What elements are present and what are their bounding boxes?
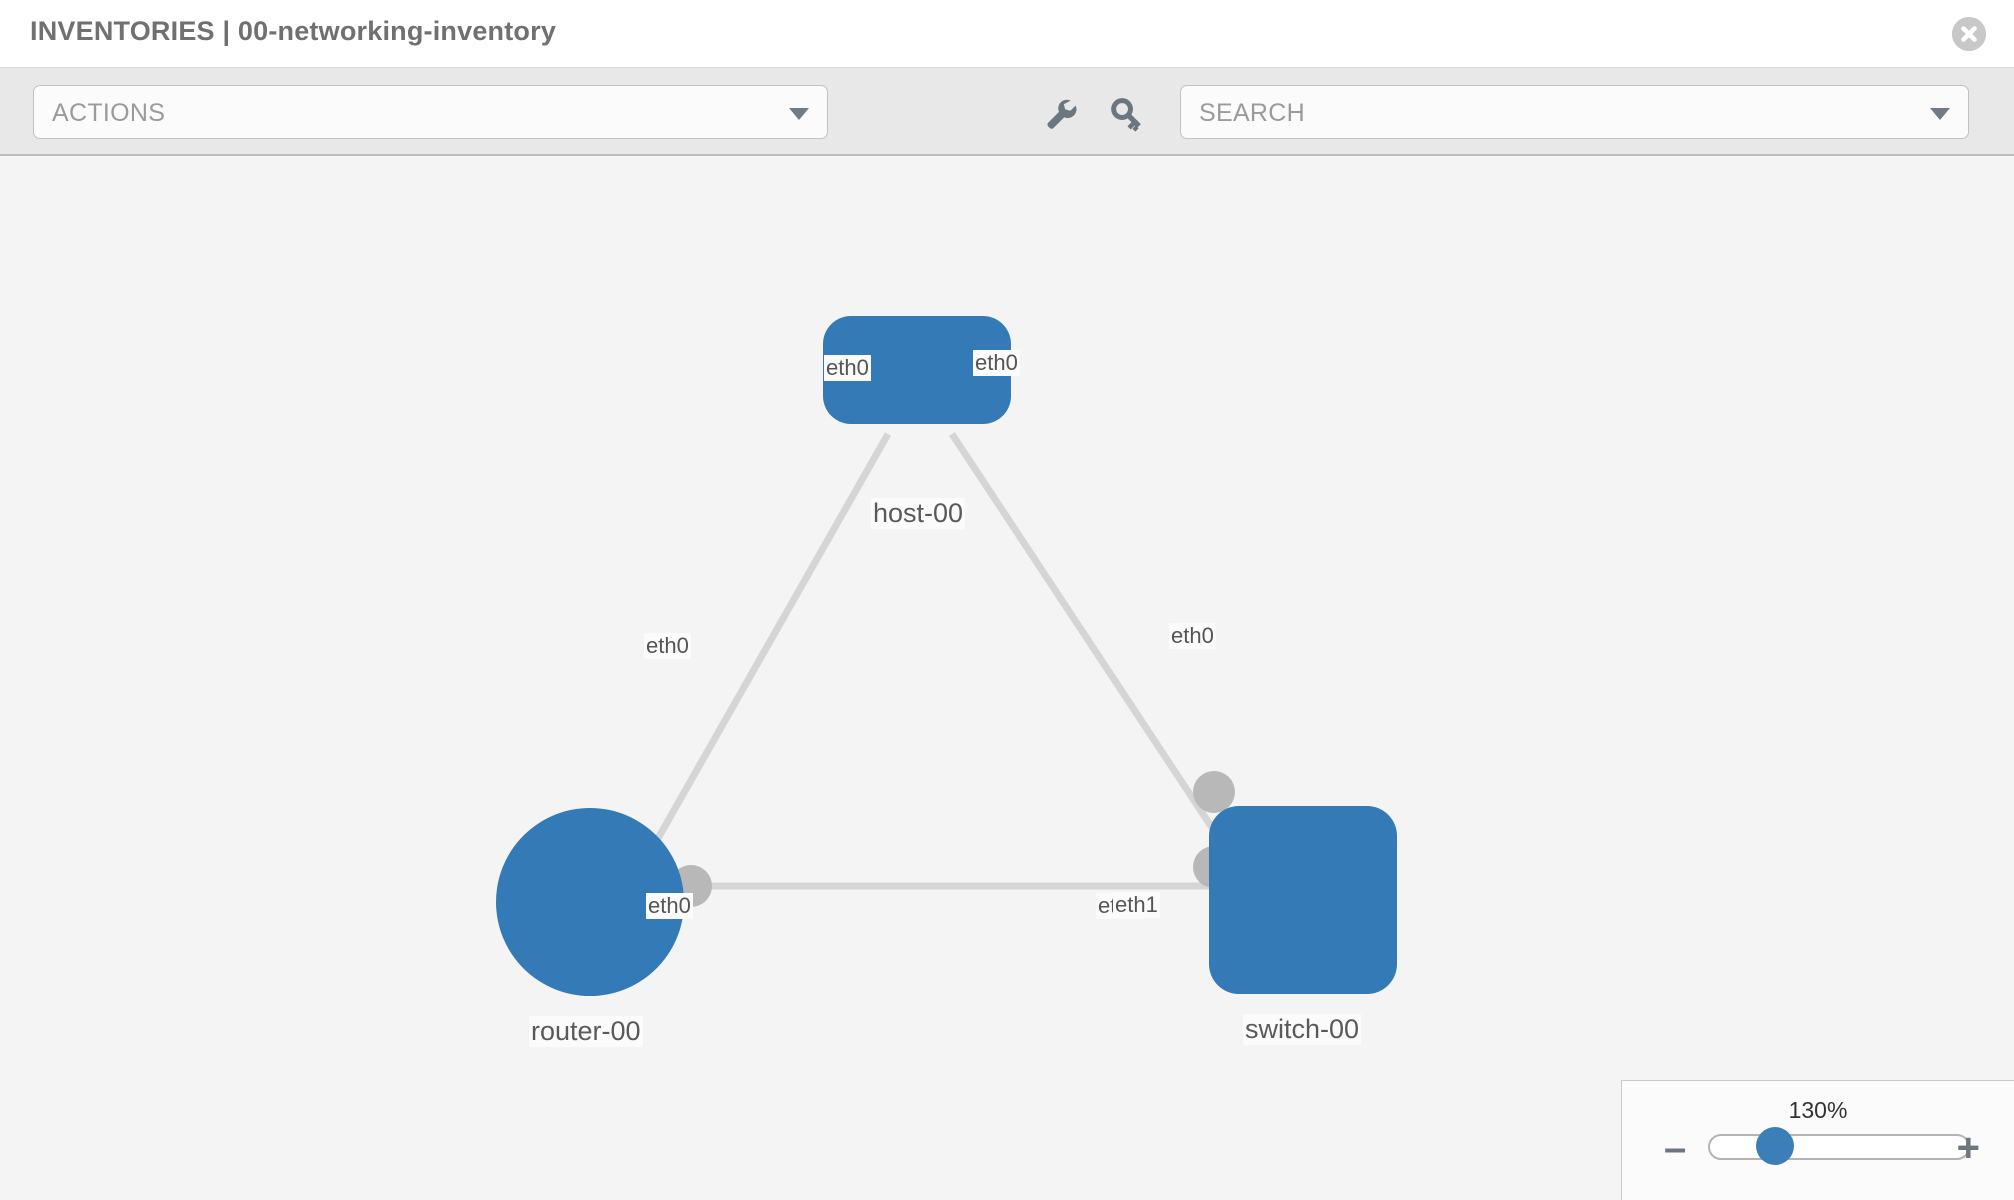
interface-label-host-right: eth0 bbox=[973, 350, 1020, 376]
chevron-down-icon bbox=[1930, 108, 1950, 120]
interface-label-router-up: eth0 bbox=[644, 633, 691, 659]
interface-label-router-right: eth0 bbox=[646, 893, 693, 919]
close-icon[interactable] bbox=[1952, 17, 1986, 51]
node-host-00-label: host-00 bbox=[871, 498, 966, 529]
search-placeholder: SEARCH bbox=[1199, 99, 1305, 127]
interface-nub-switch-top[interactable] bbox=[1193, 771, 1235, 813]
plus-icon[interactable]: + bbox=[1956, 1126, 1980, 1170]
topology-canvas[interactable]: host-00 bbox=[0, 158, 2014, 1200]
node-router-00-label: router-00 bbox=[529, 1016, 643, 1047]
actions-dropdown[interactable]: ACTIONS bbox=[33, 85, 828, 139]
topology-links bbox=[636, 432, 1235, 890]
node-switch-00-shape bbox=[1209, 806, 1397, 994]
zoom-slider-thumb[interactable] bbox=[1756, 1127, 1794, 1165]
chevron-down-icon bbox=[789, 108, 809, 120]
link-host-router bbox=[636, 432, 892, 872]
zoom-level-value: 130% bbox=[1788, 1097, 1848, 1123]
minus-icon[interactable]: – bbox=[1664, 1126, 1687, 1170]
page-title: INVENTORIES | 00-networking-inventory bbox=[30, 16, 557, 46]
zoom-control-panel: 130% – + bbox=[1621, 1080, 2014, 1200]
wrench-icon[interactable] bbox=[1039, 92, 1083, 136]
key-icon[interactable] bbox=[1105, 92, 1149, 136]
zoom-slider-track[interactable] bbox=[1708, 1134, 1970, 1160]
interface-label-host-left: eth0 bbox=[824, 355, 871, 381]
node-switch-00-label: switch-00 bbox=[1243, 1014, 1362, 1045]
actions-dropdown-label: ACTIONS bbox=[52, 99, 166, 127]
interface-label-switch-up: eth0 bbox=[1169, 623, 1216, 649]
search-input[interactable]: SEARCH bbox=[1180, 85, 1969, 139]
page-header: INVENTORIES | 00-networking-inventory bbox=[0, 0, 2014, 68]
link-host-switch bbox=[949, 432, 1235, 860]
interface-label-switch-left: eth1 bbox=[1113, 892, 1160, 918]
